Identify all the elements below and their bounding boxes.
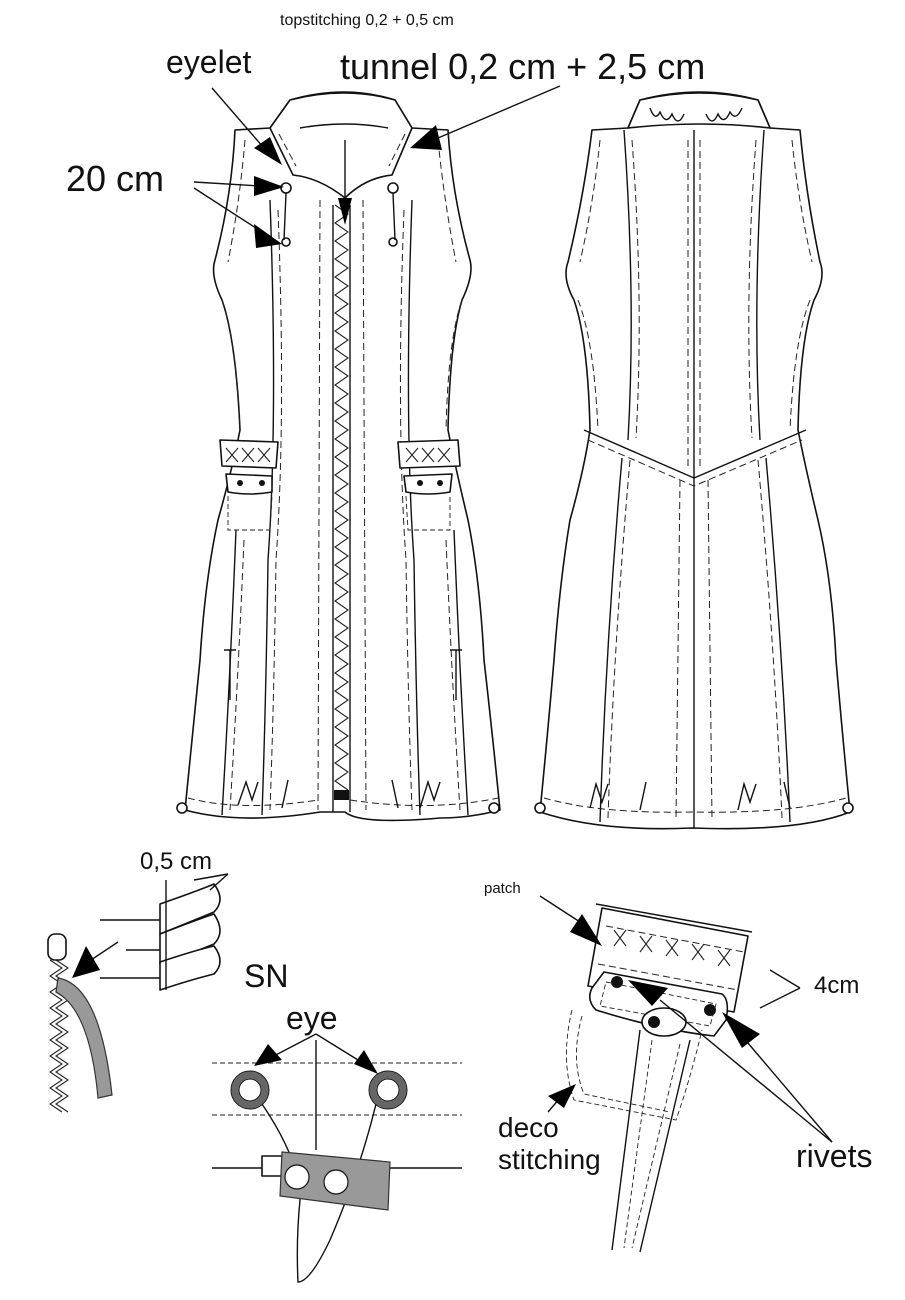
deco-label-line1: deco — [498, 1112, 559, 1143]
zipper-pull-arrowhead — [72, 946, 100, 978]
length-leader-top — [193, 181, 261, 187]
eyelet-arrowhead — [254, 137, 282, 165]
rivets-arrowhead-right — [722, 1012, 760, 1048]
rivet-left — [611, 976, 623, 988]
patch-arrowhead — [570, 914, 602, 946]
pleat-width-label: 0,5 cm — [140, 848, 212, 875]
dress-front-view — [176, 91, 501, 822]
sn-label: SN — [244, 958, 288, 994]
deco-arrowhead — [548, 1084, 576, 1108]
eyelet-label: eyelet — [166, 44, 252, 80]
rivets-leader-left — [659, 999, 833, 1143]
topstitching-arrowhead — [338, 198, 352, 225]
patch-label: patch — [484, 880, 521, 897]
tunnel-arrowhead — [410, 125, 442, 150]
front-callouts: topstitching 0,2 + 0,5 cm eyelet tunnel … — [66, 12, 705, 248]
length-20-label: 20 cm — [66, 158, 164, 199]
rivets-label: rivets — [796, 1138, 872, 1174]
tunnel-leader — [437, 85, 561, 139]
eye-arrowhead-left — [254, 1044, 282, 1066]
rivets-leader-right — [741, 1035, 833, 1143]
eyelet-ring-right — [369, 1071, 407, 1109]
length-leader-bottom — [193, 187, 263, 233]
topstitching-label: topstitching 0,2 + 0,5 cm — [280, 12, 454, 29]
patch-leader — [539, 895, 581, 923]
length-arrowhead-top — [254, 176, 284, 196]
eye-leader-left — [269, 1033, 317, 1059]
eye-arrowhead-right — [354, 1050, 378, 1074]
eye-leader-right — [315, 1033, 359, 1061]
width-4cm-label: 4cm — [814, 972, 859, 999]
patch-detail: patch 4cm deco stitching rivets — [484, 880, 872, 1253]
length-arrowhead-bottom — [254, 224, 282, 248]
zipper-pleat-detail: 0,5 cm — [47, 848, 229, 1113]
eye-detail: SN eye — [212, 958, 462, 1283]
rivet-right — [704, 1004, 716, 1016]
dress-back-view — [534, 91, 854, 830]
eye-label: eye — [286, 1000, 338, 1036]
eyelet-ring-left — [231, 1071, 269, 1109]
tunnel-label: tunnel 0,2 cm + 2,5 cm — [340, 46, 705, 87]
deco-label-line2: stitching — [498, 1144, 601, 1175]
rivets-arrowhead-left — [628, 980, 668, 1006]
